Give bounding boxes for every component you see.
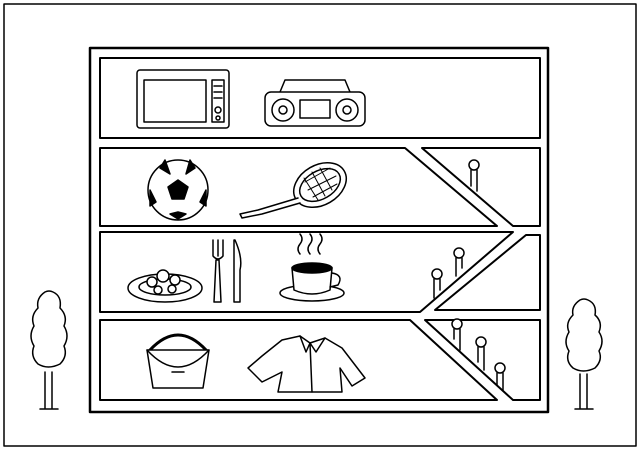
- person-icon: [431, 268, 443, 299]
- floor-3-escalator-area: [434, 234, 541, 311]
- frame-border: [3, 3, 637, 447]
- handbag-icon: [146, 333, 210, 389]
- food-plate-icon: [127, 269, 203, 303]
- tree-icon-right: [565, 298, 603, 410]
- person-icon: [494, 362, 506, 391]
- floor-2: [99, 147, 498, 227]
- floor-1: [99, 57, 541, 139]
- tennis-racket-icon: [239, 161, 347, 219]
- person-icon: [453, 247, 465, 277]
- microwave-icon: [136, 69, 230, 129]
- fork-knife-icon: [212, 239, 242, 303]
- floor-2-escalator-area: [421, 147, 541, 227]
- jacket-icon: [247, 335, 366, 393]
- person-icon: [451, 318, 463, 351]
- floor-4: [99, 319, 498, 401]
- floor-3: [99, 231, 514, 313]
- person-icon: [475, 336, 487, 371]
- tree-icon-left: [30, 290, 68, 410]
- escalator-people: [431, 159, 506, 391]
- coffee-cup-icon: [279, 233, 345, 302]
- floor-4-escalator-area: [424, 319, 541, 401]
- radio-cassette-icon: [264, 79, 366, 127]
- soccer-ball-icon: [147, 159, 209, 221]
- person-icon: [468, 159, 480, 192]
